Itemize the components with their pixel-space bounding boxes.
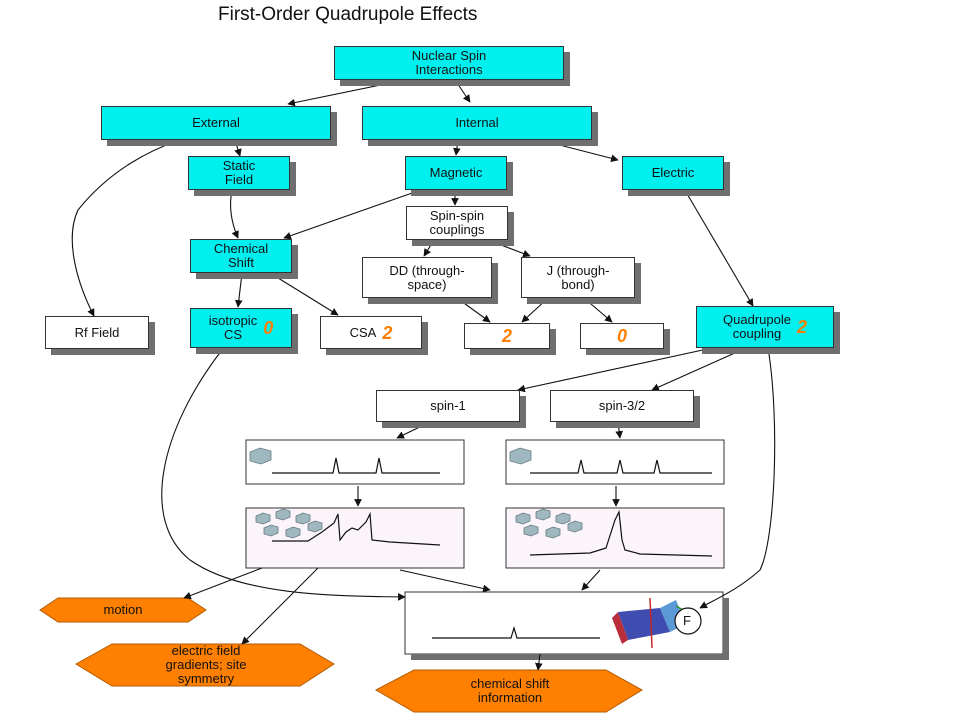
diagram-title: First-Order Quadrupole Effects — [218, 4, 478, 25]
output-chemical-shift-information: chemical shift information — [470, 676, 550, 705]
powder-crystal-icon — [515, 512, 531, 525]
spin1-doublet-trace — [272, 457, 440, 474]
spin32-pake-trace — [529, 509, 713, 557]
node-magnetic: Magnetic — [405, 156, 507, 190]
node-dd-through-space: DD (through- space) — [362, 257, 492, 298]
spin1-single-crystal-panel — [245, 439, 465, 485]
node-nuclear-spin-interactions: Nuclear Spin Interactions — [334, 46, 564, 80]
output-electric-field-gradients: electric field gradients; site symmetry — [165, 643, 247, 686]
spin1-pake-trace — [272, 511, 441, 546]
node-static-field: Static Field — [188, 156, 290, 190]
motion-hexagon — [39, 597, 207, 623]
powder-crystal-icon — [255, 512, 271, 525]
isotropic-cs-rank: 0 — [263, 318, 274, 338]
spin32-triplet-trace — [530, 459, 712, 474]
csa-rank: 2 — [382, 322, 393, 343]
efg-hexagon — [75, 643, 335, 687]
spectrum-panels — [245, 439, 725, 655]
chemical-shift-info-hexagon — [374, 669, 643, 713]
node-j-through-bond: J (through- bond) — [521, 257, 635, 298]
crystal-icons — [249, 447, 583, 539]
output-motion: motion — [103, 602, 143, 617]
powder-crystal-icon — [275, 508, 291, 521]
powder-crystal-icon — [295, 512, 311, 525]
single-crystal-icon — [509, 447, 532, 465]
node-electric: Electric — [622, 156, 724, 190]
node-j-rank: 0 — [580, 323, 664, 349]
spectrum-traces — [272, 457, 713, 639]
output-hexagons — [39, 597, 643, 713]
powder-crystal-icon — [307, 520, 323, 533]
node-external: External — [101, 106, 331, 140]
powder-crystal-icon — [523, 524, 539, 537]
rotor-circle — [674, 607, 702, 635]
spin32-single-crystal-panel — [505, 439, 725, 485]
powder-crystal-icon — [555, 512, 571, 525]
rotor-icon — [612, 597, 702, 649]
powder-crystal-icon — [535, 508, 551, 521]
rotor-label: F — [683, 613, 691, 628]
node-internal: Internal — [362, 106, 592, 140]
powder-crystal-icon — [285, 526, 301, 539]
node-dd-rank: 2 — [464, 323, 550, 349]
powder-crystal-icon — [567, 520, 583, 533]
node-chemical-shift: Chemical Shift — [190, 239, 292, 273]
node-spin-1: spin-1 — [376, 390, 520, 422]
node-spin-3-2: spin-3/2 — [550, 390, 694, 422]
powder-crystal-icon — [545, 526, 561, 539]
node-rf-field: Rf Field — [45, 316, 149, 349]
node-spin-spin-couplings: Spin-spin couplings — [406, 206, 508, 240]
connectors — [71, 79, 776, 671]
powder-crystal-icon — [263, 524, 279, 537]
quadrupole-rank: 2 — [796, 317, 807, 337]
motion-narrowed-trace — [432, 625, 600, 639]
single-crystal-icon — [249, 447, 272, 465]
